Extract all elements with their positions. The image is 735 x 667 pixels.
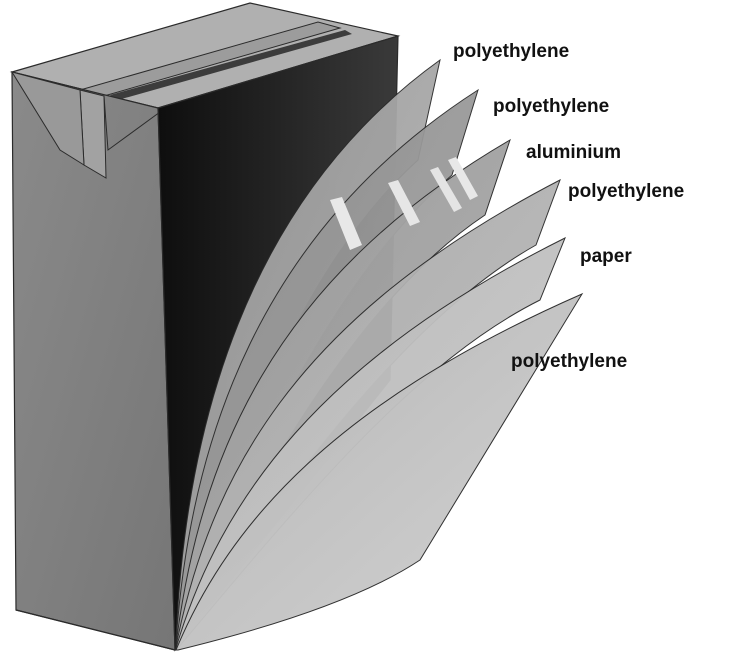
layer-label-3: aluminium bbox=[526, 142, 621, 163]
layer-label-5: paper bbox=[580, 246, 632, 267]
aluminium-highlight-4 bbox=[448, 157, 478, 200]
carton-fold-line bbox=[103, 95, 161, 151]
layer-label-1: polyethylene bbox=[453, 41, 569, 62]
aluminium-highlight-3 bbox=[430, 167, 462, 212]
layer-label-2: polyethylene bbox=[493, 96, 609, 117]
aluminium-highlight-2 bbox=[388, 180, 420, 226]
aluminium-highlight-1 bbox=[330, 197, 362, 250]
carton-seal-groove bbox=[110, 30, 352, 100]
carton-bottom-edge bbox=[15, 609, 176, 651]
layer-label-4: polyethylene bbox=[568, 181, 684, 202]
layer-label-6: polyethylene bbox=[511, 351, 627, 372]
layer-sheet-6 bbox=[175, 292, 584, 651]
carton-top-fold bbox=[10, 71, 85, 166]
